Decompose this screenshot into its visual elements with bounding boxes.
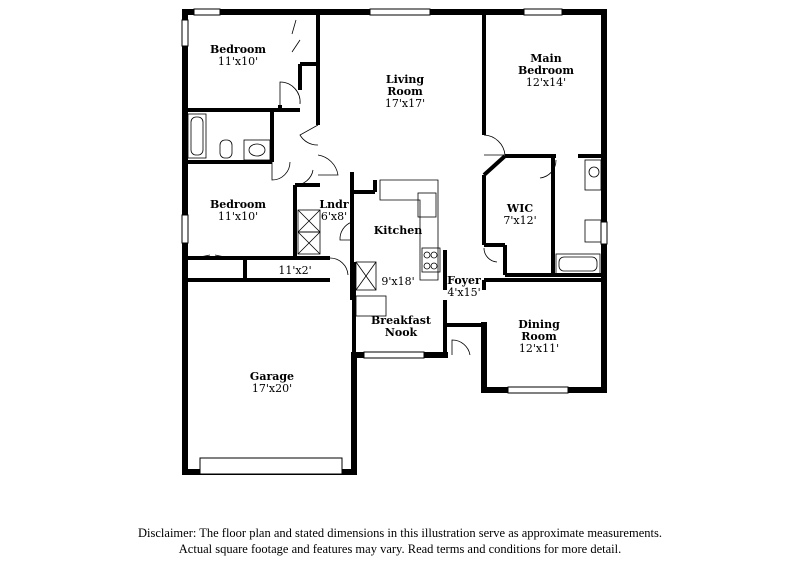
room-dims-main-bedroom: 12'x14' — [526, 76, 566, 89]
room-name-foyer: Foyer — [447, 274, 481, 287]
room-name-kitchen: Kitchen — [374, 224, 423, 237]
room-name-bedroom-1: Bedroom — [210, 43, 266, 56]
room-dims-living-room: 17'x17' — [385, 97, 425, 110]
room-name-main-bedroom-line2: Bedroom — [518, 64, 574, 77]
room-dims-dining-room: 12'x11' — [519, 342, 559, 355]
room-name-breakfast-nook-line1: Breakfast — [371, 314, 432, 327]
room-dims-laundry: 6'x8' — [321, 210, 347, 223]
windows — [181, 8, 608, 475]
disclaimer-line-1: Disclaimer: The floor plan and stated di… — [138, 526, 662, 540]
interior-walls — [185, 12, 604, 355]
disclaimer-line-2: Actual square footage and features may v… — [178, 542, 622, 556]
room-name-living-room-line1: Living — [386, 73, 424, 86]
room-dims-garage: 17'x20' — [252, 382, 292, 395]
room-name-breakfast-nook-line2: Nook — [385, 326, 418, 339]
room-dims-bedroom-2: 11'x10' — [218, 210, 258, 223]
room-labels: Bedroom 11'x10' Living Room 17'x17' Main… — [210, 43, 574, 395]
room-name-bedroom-2: Bedroom — [210, 198, 266, 211]
room-name-dining-room-line1: Dining — [518, 318, 560, 331]
room-name-laundry: Lndr — [319, 198, 348, 211]
room-name-main-bedroom-line1: Main — [530, 52, 561, 65]
room-dims-hall: 11'x2' — [278, 264, 311, 277]
fixtures — [187, 113, 602, 317]
room-dims-bedroom-1: 11'x10' — [218, 55, 258, 68]
room-dims-foyer: 4'x15' — [447, 286, 480, 299]
room-name-wic: WIC — [506, 202, 533, 215]
room-name-garage: Garage — [250, 370, 294, 383]
room-name-dining-room-line2: Room — [521, 330, 557, 343]
room-name-living-room-line2: Room — [387, 85, 423, 98]
floor-plan: Bedroom 11'x10' Living Room 17'x17' Main… — [181, 8, 608, 475]
doors — [194, 19, 557, 356]
room-dims-kitchen: 9'x18' — [381, 275, 414, 288]
room-dims-wic: 7'x12' — [503, 214, 536, 227]
disclaimer: Disclaimer: The floor plan and stated di… — [0, 525, 800, 557]
